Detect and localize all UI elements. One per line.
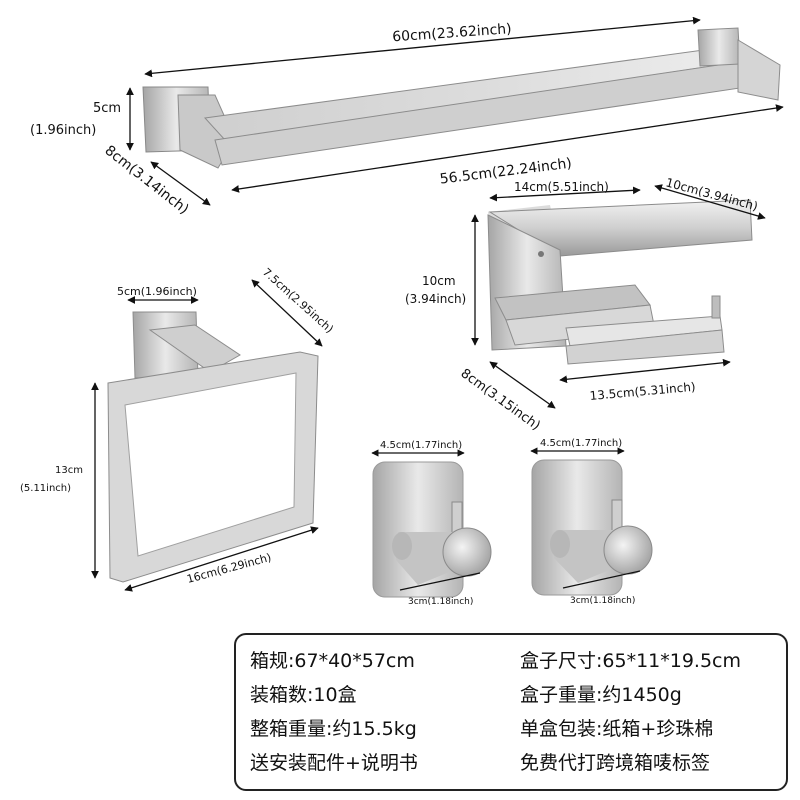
hook-1-dimensions: 4.5cm(1.77inch) 3cm(1.18inch) <box>371 440 481 607</box>
paper-holder-height-in: (3.94inch) <box>405 292 466 306</box>
spec-carton-size: 箱规:67*40*57cm <box>250 650 415 672</box>
towel-bar-height-in: (1.96inch) <box>30 123 96 138</box>
adhesive-hook-1 <box>372 461 492 598</box>
paper-holder-width: 14cm(5.51inch) <box>514 180 609 194</box>
paper-holder-depth: 8cm(3.15inch) <box>458 366 543 434</box>
towel-bar-length-outer: 60cm(23.62inch) <box>392 21 512 45</box>
spec-carton-weight: 整箱重量:约15.5kg <box>250 718 417 740</box>
adhesive-hook-2 <box>531 459 653 596</box>
towel-ring <box>107 311 319 583</box>
towel-bar-depth: 8cm(3.14inch) <box>102 143 192 218</box>
paper-holder-height-cm: 10cm <box>422 274 456 288</box>
towel-bar-height-cm: 5cm <box>93 101 121 116</box>
towel-ring-projection: 7.5cm(2.95inch) <box>260 266 336 336</box>
spec-box-size: 盒子尺寸:65*11*19.5cm <box>520 650 742 672</box>
towel-ring-height-in: (5.11inch) <box>20 483 71 494</box>
hook-2-dimensions: 4.5cm(1.77inch) 3cm(1.18inch) <box>530 438 641 606</box>
hook-2-plate-width: 4.5cm(1.77inch) <box>540 438 622 449</box>
towel-ring-base-width: 5cm(1.96inch) <box>117 285 197 298</box>
spec-packaging: 单盒包装:纸箱+珍珠棉 <box>520 718 714 740</box>
spec-labeling: 免费代打跨境箱唛标签 <box>520 752 711 774</box>
spec-accessories: 送安装配件+说明书 <box>250 752 418 774</box>
toilet-paper-holder <box>487 199 753 365</box>
towel-ring-height-cm: 13cm <box>55 465 83 476</box>
paper-holder-bar-width: 13.5cm(5.31inch) <box>589 380 696 403</box>
towel-bar <box>142 27 781 169</box>
hook-1-length: 3cm(1.18inch) <box>408 597 473 607</box>
spec-panel <box>234 633 788 791</box>
hook-2-length: 3cm(1.18inch) <box>570 596 635 606</box>
hook-1-plate-width: 4.5cm(1.77inch) <box>380 440 462 451</box>
spec-box-weight: 盒子重量:约1450g <box>520 684 682 706</box>
spec-qty-per-carton: 装箱数:10盒 <box>250 684 357 706</box>
